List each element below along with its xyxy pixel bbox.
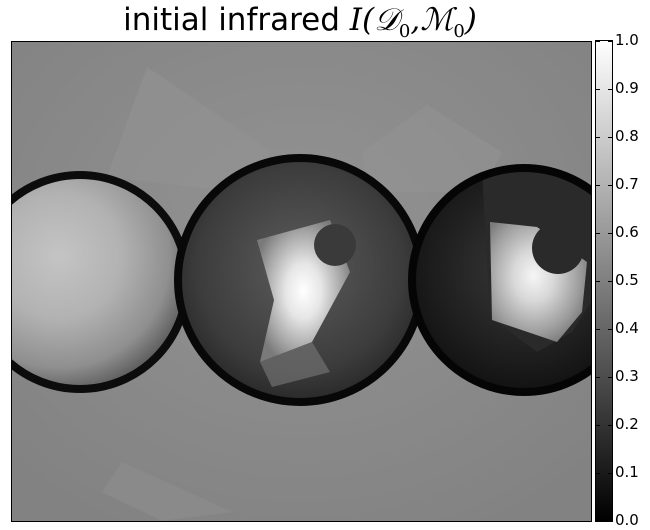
title-math-m: ℳ: [420, 2, 454, 38]
title-sub-m: 0: [453, 21, 465, 43]
middle-dark-spot: [314, 224, 356, 266]
colorbar-tick-label: 0.2: [615, 415, 639, 433]
left-sphere: [12, 171, 191, 393]
title-math: I(𝒟0,ℳ0): [349, 2, 477, 42]
title-math-d: 𝒟: [374, 2, 399, 38]
title-close: ): [464, 2, 477, 38]
faint-panel-right: [362, 105, 502, 192]
right-sphere: [408, 164, 591, 396]
faint-panel-bottom: [102, 462, 232, 521]
colorbar: [595, 40, 613, 522]
colorbar-tick-label: 0.8: [615, 127, 639, 145]
right-dark-spot: [532, 222, 584, 274]
right-sphere-rim: [408, 164, 591, 396]
figure-title: initial infrared I(𝒟0,ℳ0): [0, 0, 600, 52]
colorbar-tick-label: 0.3: [615, 367, 639, 385]
faint-panel-left: [107, 67, 272, 192]
infrared-image: [11, 41, 592, 522]
colorbar-tick-label: 0.0: [615, 511, 639, 529]
colorbar-tick-label: 0.5: [615, 271, 639, 289]
title-sub-d: 0: [398, 21, 411, 43]
colorbar-tick-label: 0.9: [615, 79, 639, 97]
colorbar-tick-label: 0.6: [615, 223, 639, 241]
colorbar-tick-label: 0.7: [615, 175, 639, 193]
middle-lower-facet: [260, 342, 330, 387]
title-math-i: I(: [349, 2, 375, 38]
colorbar-tick-label: 1.0: [615, 31, 639, 49]
colorbar-tick-label: 0.4: [615, 319, 639, 337]
infrared-image-canvas: [12, 42, 591, 521]
colorbar-tick-label: 0.1: [615, 463, 639, 481]
title-prefix: initial infrared: [123, 2, 350, 38]
title-comma: ,: [410, 2, 421, 38]
middle-sphere: [174, 154, 426, 406]
